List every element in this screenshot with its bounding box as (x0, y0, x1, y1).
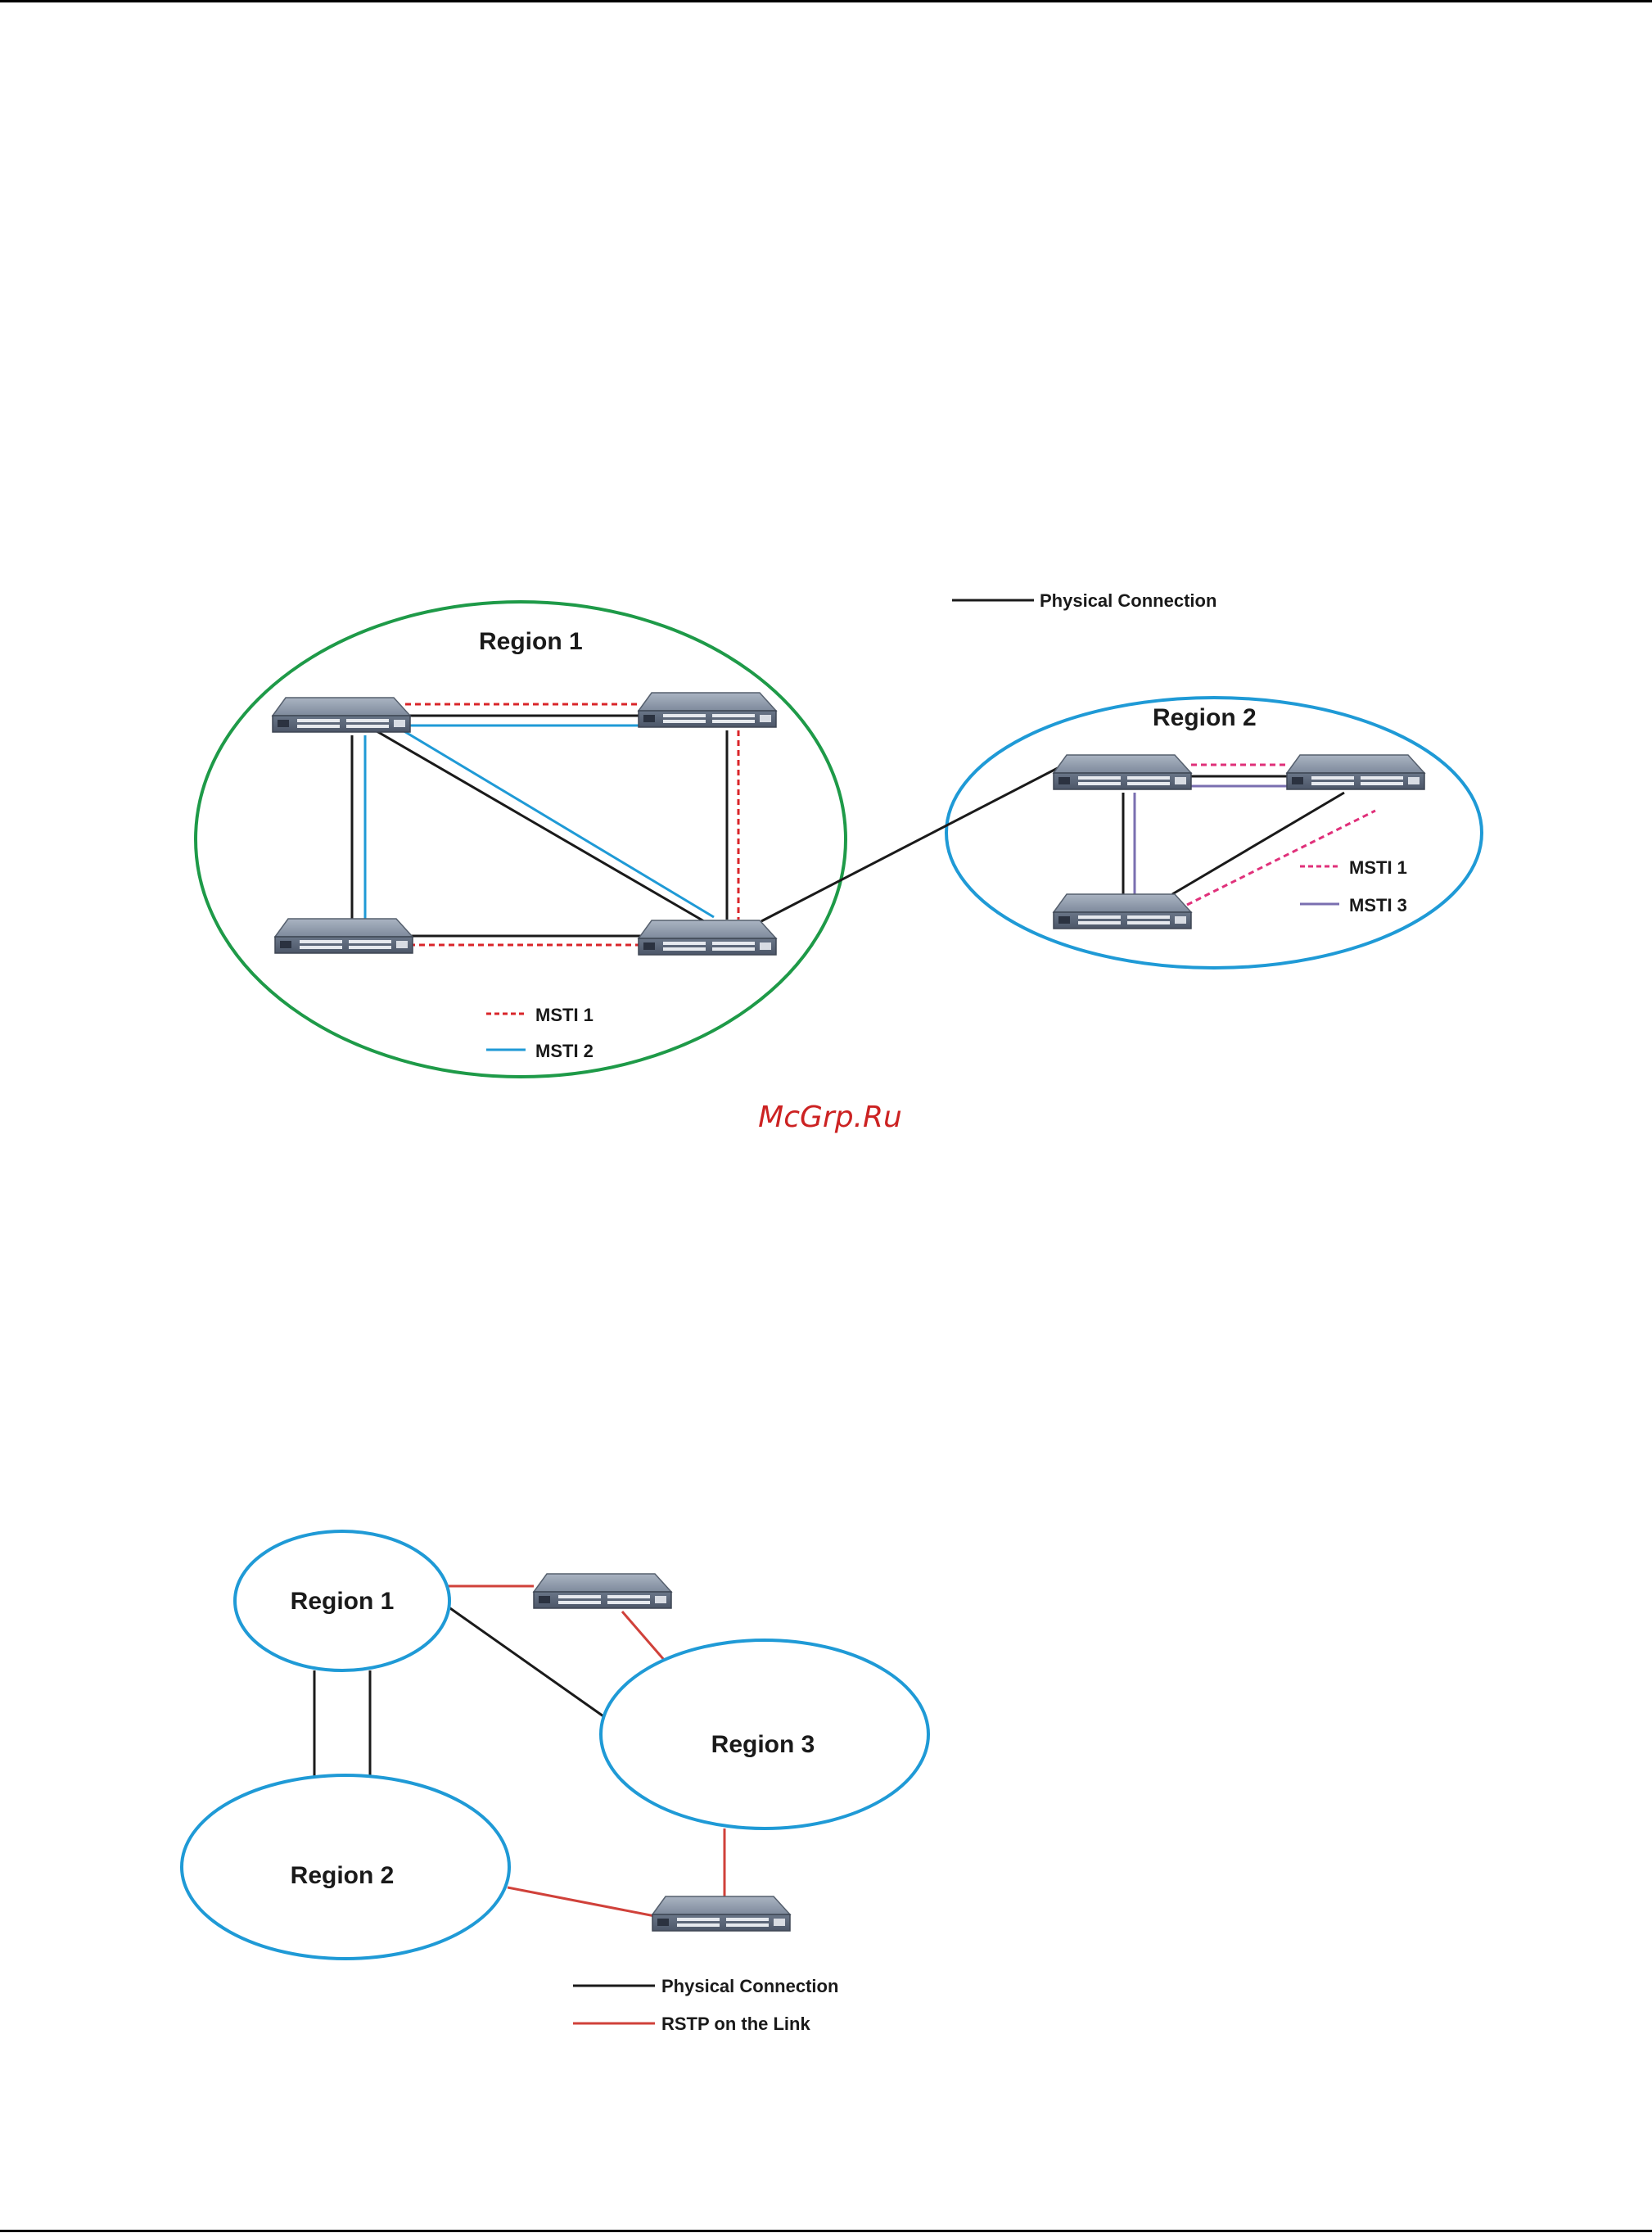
network-switch-icon (1054, 894, 1191, 929)
inter-region-link (761, 768, 1058, 921)
legend2-rstp-label: RSTP on the Link (661, 2014, 810, 2034)
legend-msti1-label: MSTI 1 (535, 1005, 594, 1025)
network-switch-icon (275, 919, 413, 953)
network-switch-icon (1287, 755, 1424, 789)
network-switch-icon (652, 1896, 790, 1931)
network-switch-icon (534, 1574, 671, 1608)
legend-physical-label: Physical Connection (1040, 590, 1216, 611)
region-1-boundary (196, 602, 846, 1077)
region-1-links (352, 704, 738, 945)
network-switch-icon (1054, 755, 1191, 789)
legend-msti3-label: MSTI 3 (1349, 895, 1407, 915)
region-2-title: Region 2 (1153, 704, 1257, 731)
legend2-physical-label: Physical Connection (661, 1976, 838, 1996)
network-switch-icon (273, 698, 410, 732)
diagram2-region-2-label: Region 2 (291, 1862, 395, 1889)
diagram2-region-1-label: Region 1 (291, 1588, 395, 1615)
legend-msti2-label: MSTI 2 (535, 1041, 594, 1061)
diagram2-region-3-label: Region 3 (711, 1731, 815, 1758)
legend-region2-msti1-label: MSTI 1 (1349, 857, 1407, 878)
network-switch-icon (639, 693, 776, 727)
region-2-boundary (946, 698, 1482, 968)
network-switch-icon (639, 920, 776, 955)
region-1-title: Region 1 (479, 628, 583, 655)
watermark-text: McGrp.Ru (758, 1101, 902, 1134)
